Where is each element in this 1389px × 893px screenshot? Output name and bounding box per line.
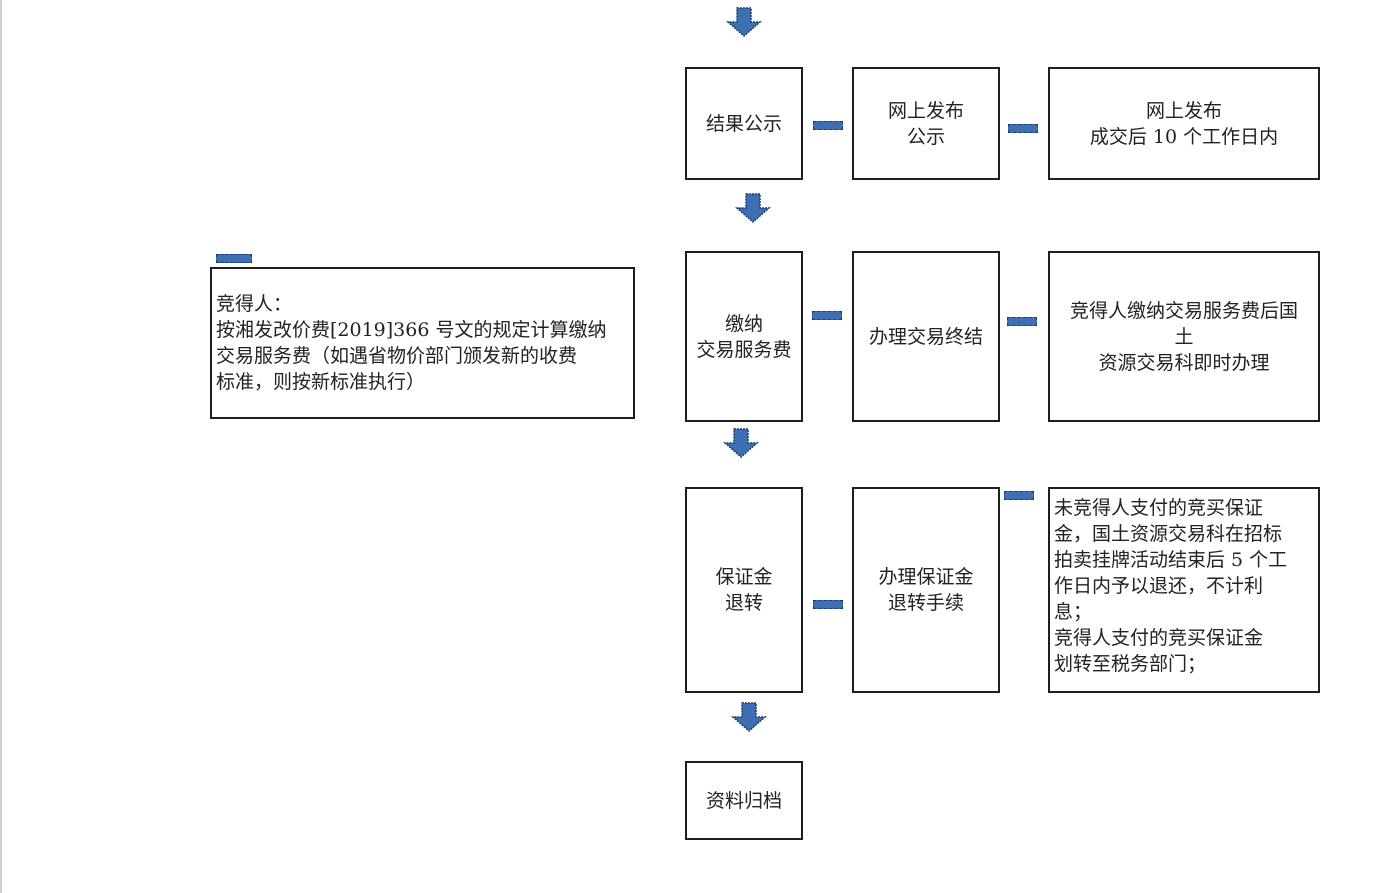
- step-pay-service-fee: 缴纳 交易服务费: [685, 251, 803, 422]
- down-arrow-icon: [723, 428, 759, 458]
- step-result-publicity: 结果公示: [685, 67, 803, 180]
- down-arrow-icon: [731, 702, 767, 732]
- step-archive: 资料归档: [685, 761, 803, 840]
- note-deposit-rules: 未竞得人支付的竞买保证 金，国土资源交易科在招标 拍卖挂牌活动结束后 5 个工 …: [1048, 487, 1320, 693]
- connector-icon: [1007, 317, 1037, 326]
- connector-icon: [1008, 124, 1038, 133]
- action-online-publish: 网上发布 公示: [852, 67, 1000, 180]
- page-edge-line: [0, 0, 2, 893]
- step-deposit-refund: 保证金 退转: [685, 487, 803, 693]
- connector-icon: [1004, 491, 1034, 500]
- down-arrow-icon: [726, 7, 762, 37]
- down-arrow-icon: [735, 193, 771, 223]
- connector-icon: [813, 121, 843, 130]
- connector-icon: [813, 600, 843, 609]
- action-deposit-procedure: 办理保证金 退转手续: [852, 487, 1000, 693]
- action-transaction-closing: 办理交易终结: [852, 251, 1000, 422]
- note-publish-deadline: 网上发布 成交后 10 个工作日内: [1048, 67, 1320, 180]
- connector-icon: [216, 254, 252, 263]
- connector-icon: [812, 311, 842, 320]
- note-fee-processing: 竞得人缴纳交易服务费后国 土 资源交易科即时办理: [1048, 251, 1320, 422]
- fee-rule-note: 竞得人： 按湘发改价费[2019]366 号文的规定计算缴纳 交易服务费（如遇省…: [210, 267, 635, 419]
